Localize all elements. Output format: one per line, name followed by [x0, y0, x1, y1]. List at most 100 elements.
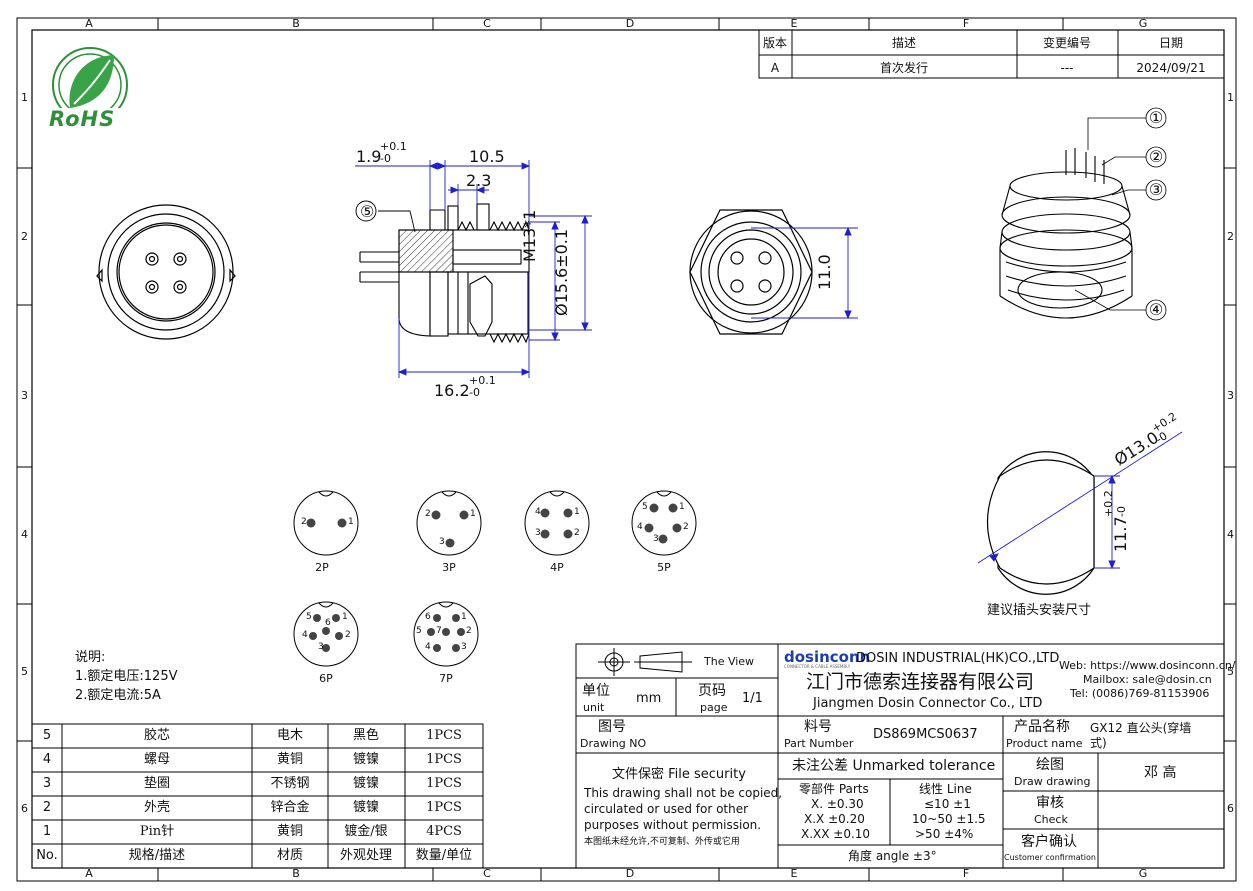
bom-row-3-material: 不锈钢: [270, 776, 310, 791]
pin-label-6p-5: 5: [306, 612, 312, 622]
pin-label-6p-4: 4: [302, 630, 308, 640]
dim-1-9: 1.9: [356, 147, 382, 166]
product-name-line1: GX12 直公头(穿墙: [1090, 721, 1192, 735]
pin-label-3p-1: 1: [470, 509, 476, 519]
bom-header-material: 材质: [276, 848, 304, 863]
callout-5: ⑤: [360, 202, 375, 221]
tolerance-parts-label: 零部件 Parts: [799, 782, 869, 796]
security-title: 文件保密 File security: [612, 767, 746, 782]
pin-layout-7p: 7P: [439, 672, 453, 685]
pin-label-3p-3: 3: [439, 537, 445, 547]
tolerance-line-row-1: ≤10 ±1: [924, 797, 971, 811]
dim-pin-span: 11.0: [815, 254, 834, 290]
rev-value-description: 首次发行: [879, 61, 929, 75]
customer-label-cn: 客户确认: [1021, 834, 1077, 850]
pin-label-7p-6: 6: [425, 612, 431, 622]
rev-header-version: 版本: [762, 36, 788, 50]
bom-row-1-finish: 镀金/银: [344, 824, 388, 839]
isometric-view: [999, 107, 1167, 321]
part-number: DS869MCS0637: [873, 727, 978, 742]
title-block-grid: [575, 643, 1225, 869]
product-name-label-cn: 产品名称: [1014, 719, 1070, 735]
bom-row-5-finish: 黑色: [352, 728, 380, 743]
drawing-no-label-en: Drawing NO: [580, 737, 647, 750]
col-label-d: D: [625, 17, 635, 30]
view-label: The View: [704, 655, 755, 668]
rev-header-date: 日期: [1158, 36, 1184, 50]
col-label-b: B: [292, 17, 300, 30]
bom-row-3-qty: 1PCS: [426, 776, 462, 791]
brand-subline: CONNECTOR & CABLE ASSEMBLY: [784, 664, 851, 669]
row-label-2-right: 2: [1227, 230, 1234, 243]
check-label-en: Check: [1034, 813, 1068, 826]
pin-label-5p-4: 4: [637, 522, 643, 532]
bom-row-4-no: 4: [42, 752, 52, 767]
callout-2: ②: [1148, 147, 1164, 166]
row-label-2: 2: [21, 230, 28, 243]
pin-label-4p-3: 3: [535, 528, 541, 538]
bom-header-no: No.: [36, 848, 58, 863]
row-label-5: 5: [21, 665, 28, 678]
rev-header-description: 描述: [891, 36, 917, 50]
customer-label-en: Customer confirmation: [1004, 853, 1096, 862]
col-label-d-bottom: D: [625, 867, 635, 880]
unit-value: mm: [636, 691, 662, 706]
pin-label-5p-1: 1: [679, 502, 685, 512]
tolerance-parts-row-2: X.X ±0.20: [804, 812, 865, 826]
security-line-2: circulated or used for other: [584, 802, 749, 816]
bom-row-1-desc: Pin针: [139, 824, 175, 839]
bom-row-4-material: 黄铜: [276, 752, 304, 767]
part-no-label-en: Part Number: [784, 737, 854, 750]
bom-row-2-qty: 1PCS: [426, 800, 462, 815]
tolerance-title: 未注公差 Unmarked tolerance: [792, 758, 996, 774]
mount-cutout: [977, 431, 1183, 595]
dim-diameter: Ø15.6±0.1: [552, 228, 571, 316]
pin-layout-4p: 4P: [550, 561, 564, 574]
pin-label-7p-2: 2: [466, 626, 472, 636]
pin-label-2p-2: 2: [301, 517, 307, 527]
pin-label-7p-4: 4: [425, 642, 431, 652]
dim-mount-flat: 11.7: [1111, 516, 1130, 552]
rev-header-change-no: 变更编号: [1042, 36, 1092, 50]
pin-label-5p-3: 3: [653, 534, 659, 544]
col-label-g-bottom: G: [1138, 867, 1148, 880]
col-label-c: C: [483, 17, 491, 30]
notes-voltage: 1.额定电压:125V: [75, 669, 178, 684]
company-web: Web: https://www.dosinconn.cn/: [1059, 659, 1236, 672]
bom-row-4-desc: 螺母: [143, 752, 171, 767]
rev-value-version: A: [770, 61, 780, 75]
col-label-a-bottom: A: [85, 867, 93, 880]
side-section-view: [355, 160, 592, 378]
pin-label-3p-2: 2: [425, 509, 431, 519]
row-label-3: 3: [21, 389, 28, 402]
tolerance-line-row-2: 10~50 ±1.5: [912, 812, 986, 826]
row-label-4: 4: [21, 528, 28, 541]
product-name-line2: 式): [1090, 736, 1107, 750]
tolerance-line-label: 线性 Line: [919, 782, 972, 796]
pin-label-2p-1: 1: [348, 517, 354, 527]
company-hk: DOSIN INDUSTRIAL(HK)CO.,LTD: [856, 651, 1060, 666]
page-value: 1/1: [742, 691, 763, 706]
rev-value-change-no: ---: [1060, 61, 1074, 75]
tolerance-angle: 角度 angle ±3°: [848, 849, 937, 863]
col-label-a: A: [85, 17, 93, 30]
bom-row-5-material: 电木: [276, 728, 304, 743]
page-label-en: page: [700, 701, 728, 714]
pin-layout-5p: 5P: [657, 561, 671, 574]
pin-label-5p-2: 2: [683, 522, 689, 532]
rohs-logo: [50, 47, 130, 130]
row-label-6: 6: [21, 802, 28, 815]
security-line-1: This drawing shall not be copied,: [584, 786, 783, 800]
bom-row-4-finish: 镀镍: [352, 752, 380, 767]
bom-header-desc: 规格/描述: [128, 848, 186, 863]
pin-label-7p-5: 5: [416, 626, 422, 636]
col-label-f-bottom: F: [962, 867, 970, 880]
bom-row-2-desc: 外壳: [143, 800, 171, 815]
bom-row-1-qty: 4PCS: [426, 824, 462, 839]
draw-label-en: Draw drawing: [1014, 775, 1091, 788]
dim-2-3: 2.3: [466, 171, 492, 190]
unit-label-en: unit: [583, 701, 605, 714]
company-en: Jiangmen Dosin Connector Co., LTD: [813, 696, 1043, 711]
pin-layout-3p: 3P: [442, 561, 456, 574]
